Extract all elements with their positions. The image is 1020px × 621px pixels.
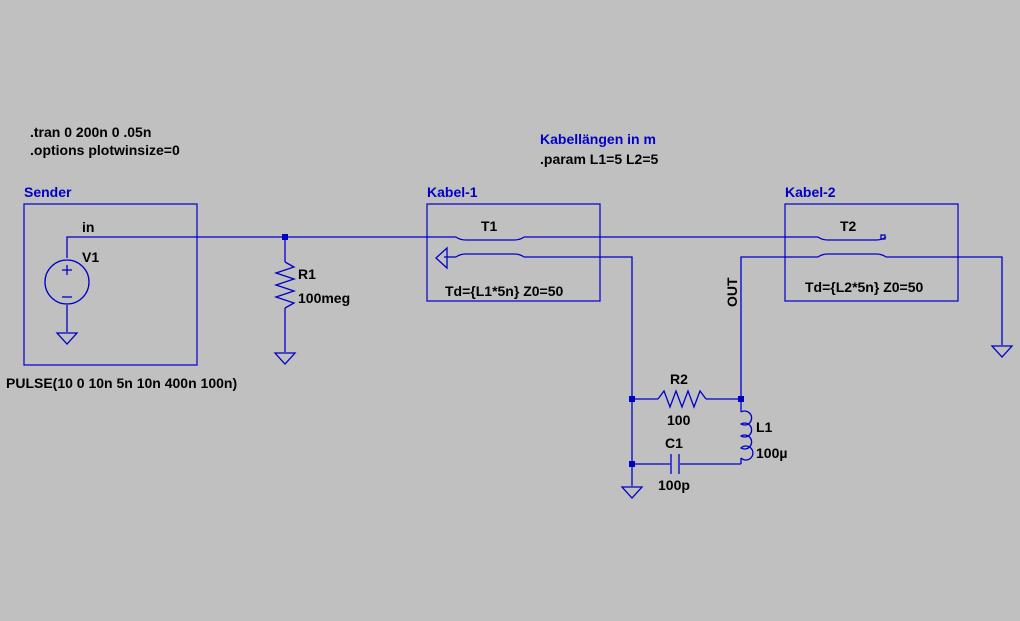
ground-icon-t2[interactable] <box>990 345 1014 358</box>
l1-value[interactable]: 100µ <box>756 445 787 461</box>
wire-t2-ref-out[interactable] <box>886 256 1003 345</box>
net-label-in[interactable]: in <box>82 219 94 235</box>
junction-r2-left <box>629 396 635 402</box>
junction-in-r1 <box>282 234 288 240</box>
ground-icon-v1[interactable] <box>55 332 79 345</box>
r1-value[interactable]: 100meg <box>298 290 350 306</box>
t2-name[interactable]: T2 <box>840 218 857 234</box>
v1-name[interactable]: V1 <box>82 249 99 265</box>
transmission-line-t1[interactable] <box>435 236 525 270</box>
options-directive[interactable]: .options plotwinsize=0 <box>30 142 180 158</box>
t1-name[interactable]: T1 <box>481 218 498 234</box>
wires[interactable] <box>66 236 1003 486</box>
sender-block-label[interactable]: Sender <box>24 184 72 200</box>
resistor-r2-icon[interactable] <box>657 389 707 409</box>
tran-directive[interactable]: .tran 0 200n 0 .05n <box>30 124 151 140</box>
sender-block-frame <box>23 203 198 366</box>
t1-reference-arrow-icon <box>435 246 448 270</box>
inductor-l1-icon[interactable] <box>739 410 754 461</box>
transmission-line-t2[interactable] <box>817 234 887 258</box>
t2-value[interactable]: Td={L2*5n} Z0=50 <box>805 279 923 295</box>
r1-name[interactable]: R1 <box>298 266 316 282</box>
kabel2-block-frame <box>784 203 959 302</box>
junction-c1-left <box>629 461 635 467</box>
wire-in-net[interactable] <box>66 236 456 258</box>
ground-icon-rlc[interactable] <box>620 486 644 499</box>
r2-name[interactable]: R2 <box>670 371 688 387</box>
junction-out <box>738 396 744 402</box>
kabel1-block-frame <box>426 203 601 302</box>
c1-value[interactable]: 100p <box>658 477 690 493</box>
wire-out-net[interactable] <box>740 256 818 399</box>
t2-open-end-icon <box>880 234 886 240</box>
kabel2-block-label[interactable]: Kabel-2 <box>785 184 836 200</box>
wire-t1-ref-out[interactable] <box>524 256 633 486</box>
voltage-source-icon <box>44 259 90 305</box>
t1-value[interactable]: Td={L1*5n} Z0=50 <box>445 283 563 299</box>
net-label-out[interactable]: OUT <box>724 277 740 307</box>
r2-value[interactable]: 100 <box>667 412 691 428</box>
l1-name[interactable]: L1 <box>756 419 773 435</box>
c1-name[interactable]: C1 <box>665 435 683 451</box>
voltage-source-v1[interactable] <box>44 259 90 305</box>
param-directive[interactable]: .param L1=5 L2=5 <box>540 151 659 167</box>
cable-length-comment[interactable]: Kabellängen in m <box>540 131 656 147</box>
ground-icon-r1[interactable] <box>273 352 297 365</box>
resistor-r1-icon[interactable] <box>273 261 297 309</box>
v1-value[interactable]: PULSE(10 0 10n 5n 10n 400n 100n) <box>6 375 237 391</box>
kabel1-block-label[interactable]: Kabel-1 <box>427 184 478 200</box>
capacitor-c1-icon[interactable] <box>670 454 680 474</box>
